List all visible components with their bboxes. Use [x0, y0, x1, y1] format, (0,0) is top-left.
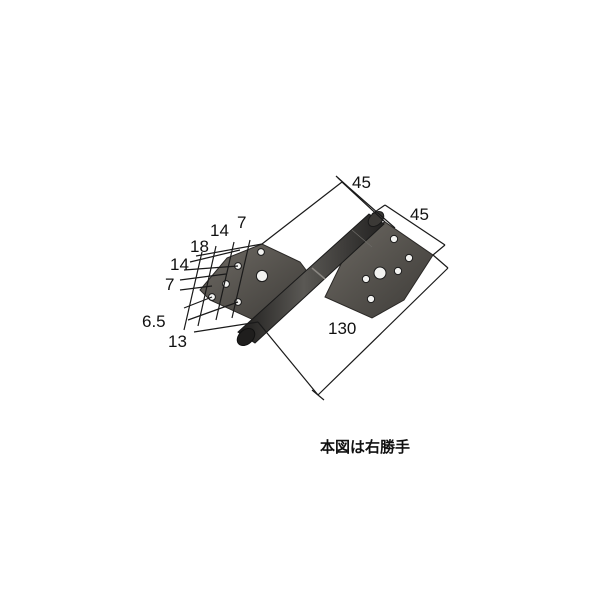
right-leaf-holes [361, 234, 414, 304]
dim-14-left: 14 [170, 255, 189, 274]
hole [257, 248, 265, 256]
dimension-lines [179, 175, 449, 401]
dim-7-top: 7 [237, 213, 246, 232]
dim-130: 130 [328, 319, 356, 338]
hole [393, 266, 403, 276]
hole [404, 253, 414, 263]
hole [361, 274, 371, 284]
hole [255, 269, 269, 283]
hole [366, 294, 376, 304]
dim-45-top: 45 [352, 173, 371, 192]
dim-14-top: 14 [210, 221, 229, 240]
dim-18: 18 [190, 237, 209, 256]
dim-13: 13 [168, 332, 187, 351]
dim-45-right: 45 [410, 205, 429, 224]
hinge-barrel [236, 210, 385, 347]
dim-7-left: 7 [165, 275, 174, 294]
hole [373, 266, 387, 280]
hole [389, 234, 399, 244]
dim-6-5: 6.5 [142, 312, 166, 331]
caption-right-hand: 本図は右勝手 [320, 438, 410, 456]
